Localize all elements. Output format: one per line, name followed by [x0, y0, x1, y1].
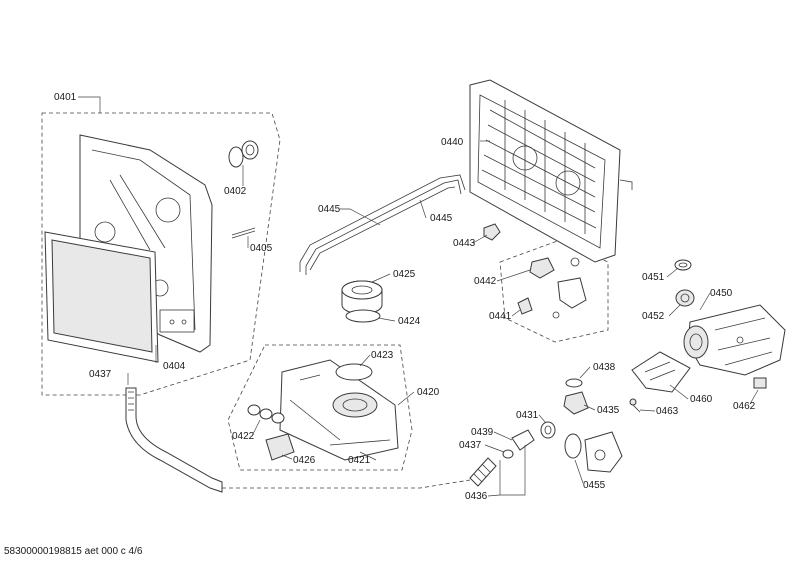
label-0436: 0436 — [465, 491, 488, 502]
oring-0438 — [565, 378, 583, 388]
drain-hose-end — [469, 457, 497, 487]
part-labels: 0401 0402 0405 0404 0437 0440 0445 0445 … — [54, 92, 756, 502]
label-0451: 0451 — [642, 272, 665, 283]
group-outline-0420 — [227, 344, 413, 471]
label-0437-ring: 0437 — [459, 440, 482, 451]
label-0445-right: 0445 — [430, 213, 453, 224]
label-0420: 0420 — [417, 387, 440, 398]
label-0442: 0442 — [474, 276, 497, 287]
bracket-0439 — [511, 429, 535, 451]
label-0438: 0438 — [593, 362, 616, 373]
label-0437-hose: 0437 — [89, 369, 112, 380]
label-0441: 0441 — [489, 311, 512, 322]
group-outline-0401 — [41, 112, 281, 396]
label-0421: 0421 — [348, 455, 371, 466]
clamp-0451 — [674, 259, 692, 271]
filter-screen — [44, 231, 159, 363]
label-0462: 0462 — [733, 401, 756, 412]
clip-0462 — [753, 377, 767, 389]
seals-0422 — [247, 404, 285, 424]
screw-0463 — [629, 398, 641, 413]
label-0460: 0460 — [690, 394, 713, 405]
drain-hose — [125, 387, 223, 493]
label-0401: 0401 — [54, 92, 77, 103]
leader-lines — [78, 96, 759, 497]
seal-0452 — [675, 289, 695, 307]
pump-0450 — [683, 304, 786, 376]
ring-0437 — [502, 449, 514, 459]
label-0431: 0431 — [516, 410, 539, 421]
sump-0420 — [279, 359, 399, 461]
label-0455: 0455 — [583, 480, 606, 491]
label-0452: 0452 — [642, 311, 665, 322]
label-0450: 0450 — [710, 288, 733, 299]
cap-0425 — [341, 280, 383, 315]
spray-tubes-0445 — [299, 174, 466, 275]
clip-0443 — [483, 223, 501, 241]
label-0402: 0402 — [224, 186, 247, 197]
label-0425: 0425 — [393, 269, 416, 280]
label-0423: 0423 — [371, 350, 394, 361]
heater-part-0460 — [631, 351, 691, 393]
valve-0426 — [265, 433, 295, 461]
seal-0424 — [345, 309, 381, 323]
label-0422: 0422 — [232, 431, 255, 442]
label-0435: 0435 — [597, 405, 620, 416]
drain-hose-dashed-path — [222, 479, 471, 489]
oring-0455 — [564, 433, 582, 459]
label-0404: 0404 — [163, 361, 186, 372]
label-0443: 0443 — [453, 238, 476, 249]
valve-0442 — [529, 257, 587, 309]
seal-0423 — [335, 363, 373, 381]
seal-ring-0402 — [228, 140, 259, 168]
label-0426: 0426 — [293, 455, 316, 466]
label-0439: 0439 — [471, 427, 494, 438]
label-0424: 0424 — [398, 316, 421, 327]
screw-0405 — [231, 227, 256, 239]
label-0463: 0463 — [656, 406, 679, 417]
pump-part-0455 — [584, 431, 623, 473]
document-footer-code: 58300000198815 aet 000 c 4/6 — [4, 546, 143, 557]
label-0405: 0405 — [250, 243, 273, 254]
sleeve-0431 — [540, 421, 556, 439]
label-0440: 0440 — [441, 137, 464, 148]
grille-frame — [469, 79, 633, 263]
label-0445-left: 0445 — [318, 204, 341, 215]
sensor-0435 — [563, 391, 589, 415]
clip-0441 — [517, 297, 560, 319]
